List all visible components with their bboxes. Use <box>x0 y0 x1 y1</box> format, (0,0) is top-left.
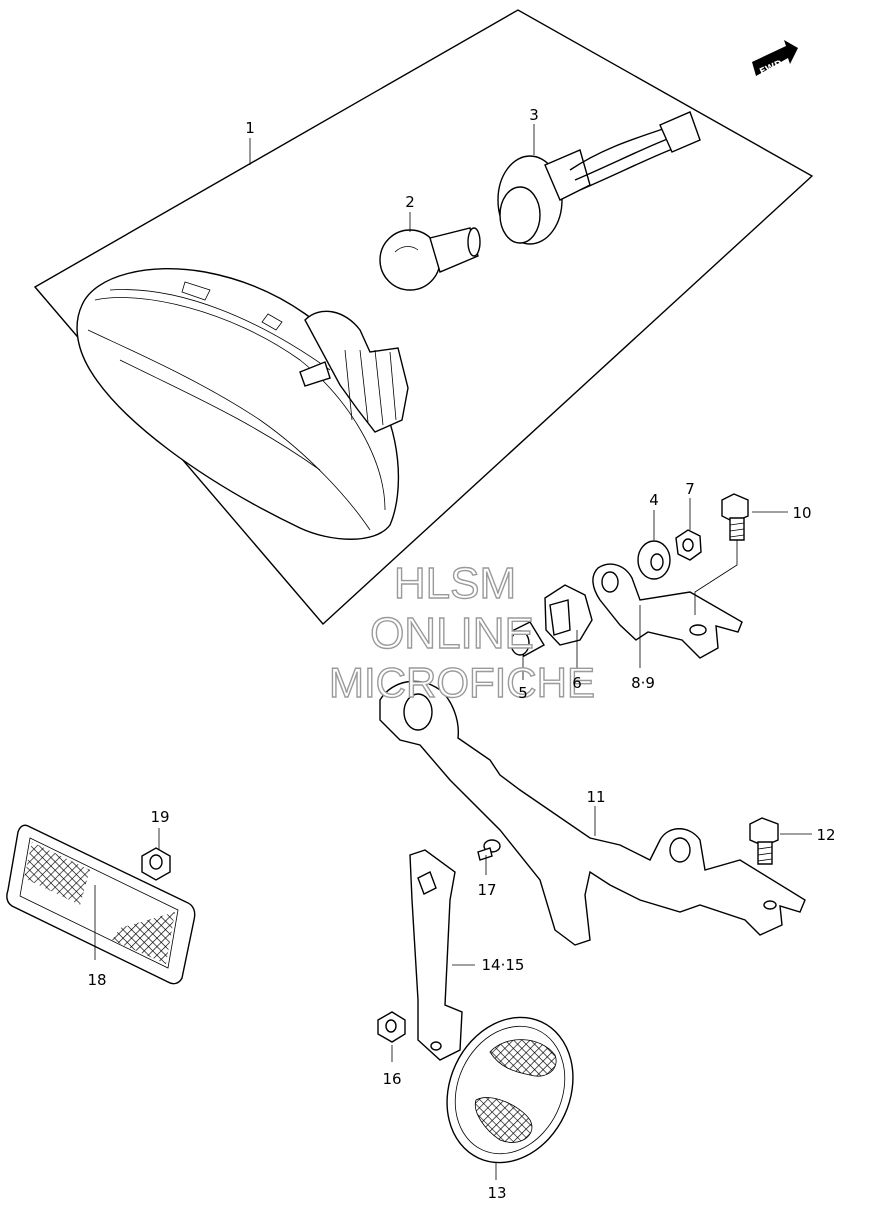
nut-19 <box>141 847 171 881</box>
watermark-line2: ONLINE <box>370 609 534 658</box>
callout-19: 19 <box>150 808 169 826</box>
watermark: HLSM ONLINE MICROFICHE <box>328 558 595 706</box>
socket-with-wires <box>497 111 701 245</box>
callout-2: 2 <box>405 193 415 211</box>
collar <box>509 621 545 657</box>
washer <box>637 540 671 580</box>
lamp-bracket <box>592 563 743 659</box>
fwd-arrow-icon: FWD <box>752 40 798 78</box>
nut-16 <box>377 1011 406 1043</box>
watermark-line3: MICROFICHE <box>329 659 595 706</box>
callout-16: 16 <box>382 1070 401 1088</box>
callout-11: 11 <box>586 788 605 806</box>
watermark-line1: HLSM <box>394 559 516 608</box>
assembly-outline <box>33 9 814 626</box>
callout-labels: 1 2 3 4 5 6 7 8·9 10 11 12 13 14·15 16 1… <box>87 106 835 1202</box>
round-reflector <box>446 1016 574 1164</box>
leader-lines <box>94 124 812 1180</box>
callout-4: 4 <box>649 491 659 509</box>
bolt-12 <box>749 817 779 865</box>
callout-18: 18 <box>87 971 106 989</box>
tail-lamp-assembly <box>76 267 409 540</box>
callout-5: 5 <box>518 684 528 702</box>
callout-10: 10 <box>792 504 811 522</box>
rectangular-reflector <box>6 824 196 985</box>
nut <box>675 529 702 561</box>
bulb <box>379 227 481 291</box>
callout-8-9: 8·9 <box>631 674 655 692</box>
screw <box>477 839 501 861</box>
callout-1: 1 <box>245 119 255 137</box>
callout-6: 6 <box>572 674 582 692</box>
callout-3: 3 <box>529 106 539 124</box>
callout-12: 12 <box>816 826 835 844</box>
callout-7: 7 <box>685 480 695 498</box>
reflector-stay <box>409 849 463 1061</box>
callout-13: 13 <box>487 1184 506 1202</box>
callout-14-15: 14·15 <box>482 956 525 974</box>
grommet <box>544 584 593 646</box>
main-bracket <box>379 680 806 946</box>
callout-17: 17 <box>477 881 496 899</box>
bolt-10 <box>721 493 749 541</box>
